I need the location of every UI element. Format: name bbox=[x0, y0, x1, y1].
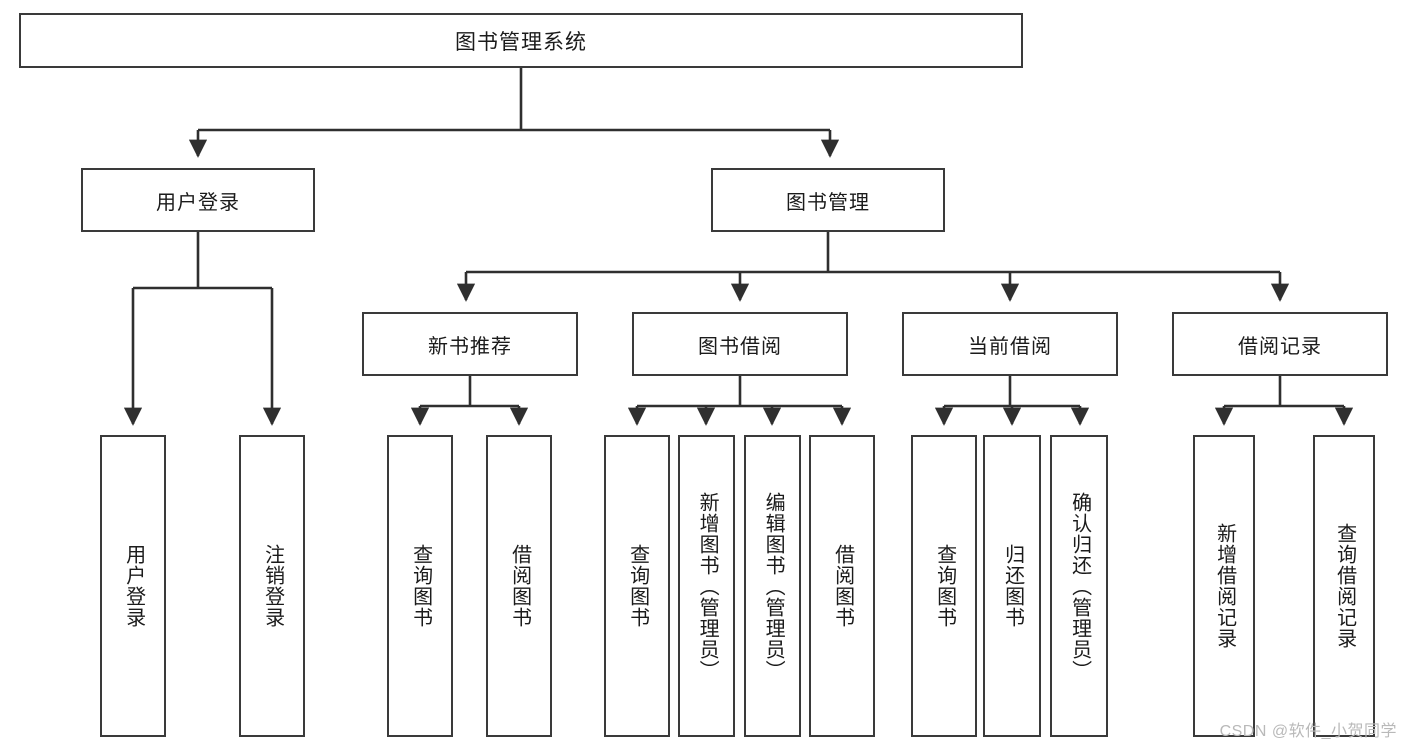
node-new-book-recommend-label: 新书推荐 bbox=[428, 335, 512, 358]
node-leaf-confirm-return-label: 确认归还（管理员） bbox=[1068, 491, 1091, 681]
node-leaf-query-book-1-label: 查询图书 bbox=[409, 544, 432, 628]
node-user-login[interactable]: 用户登录 bbox=[81, 168, 315, 232]
node-leaf-query-book-2[interactable]: 查询图书 bbox=[604, 435, 670, 737]
node-current-borrow[interactable]: 当前借阅 bbox=[902, 312, 1118, 376]
node-leaf-borrow-book-2[interactable]: 借阅图书 bbox=[809, 435, 875, 737]
node-leaf-return-book-label: 归还图书 bbox=[1001, 544, 1024, 628]
node-leaf-edit-book-label: 编辑图书（管理员） bbox=[762, 491, 785, 681]
node-borrow-record[interactable]: 借阅记录 bbox=[1172, 312, 1388, 376]
node-leaf-user-login-label: 用户登录 bbox=[122, 544, 145, 628]
node-leaf-add-record[interactable]: 新增借阅记录 bbox=[1193, 435, 1255, 737]
watermark-text: CSDN @软件_小贺同学 bbox=[1219, 723, 1397, 740]
node-book-management-label: 图书管理 bbox=[786, 191, 870, 214]
node-leaf-borrow-book-1[interactable]: 借阅图书 bbox=[486, 435, 552, 737]
node-book-borrow[interactable]: 图书借阅 bbox=[632, 312, 848, 376]
node-leaf-add-record-label: 新增借阅记录 bbox=[1213, 523, 1236, 649]
node-leaf-confirm-return[interactable]: 确认归还（管理员） bbox=[1050, 435, 1108, 737]
node-leaf-return-book[interactable]: 归还图书 bbox=[983, 435, 1041, 737]
node-leaf-query-book-3[interactable]: 查询图书 bbox=[911, 435, 977, 737]
node-leaf-edit-book[interactable]: 编辑图书（管理员） bbox=[744, 435, 801, 737]
node-root[interactable]: 图书管理系统 bbox=[19, 13, 1023, 68]
node-leaf-user-login[interactable]: 用户登录 bbox=[100, 435, 166, 737]
node-leaf-borrow-book-1-label: 借阅图书 bbox=[508, 544, 531, 628]
node-root-label: 图书管理系统 bbox=[455, 30, 587, 54]
node-leaf-add-book-label: 新增图书（管理员） bbox=[696, 491, 719, 681]
node-book-management[interactable]: 图书管理 bbox=[711, 168, 945, 232]
node-leaf-logout-login[interactable]: 注销登录 bbox=[239, 435, 305, 737]
node-leaf-borrow-book-2-label: 借阅图书 bbox=[831, 544, 854, 628]
node-new-book-recommend[interactable]: 新书推荐 bbox=[362, 312, 578, 376]
node-book-borrow-label: 图书借阅 bbox=[698, 335, 782, 358]
node-user-login-label: 用户登录 bbox=[156, 191, 240, 214]
node-leaf-query-book-1[interactable]: 查询图书 bbox=[387, 435, 453, 737]
node-leaf-logout-login-label: 注销登录 bbox=[261, 544, 284, 628]
node-leaf-query-record[interactable]: 查询借阅记录 bbox=[1313, 435, 1375, 737]
node-leaf-query-book-2-label: 查询图书 bbox=[626, 544, 649, 628]
node-borrow-record-label: 借阅记录 bbox=[1238, 335, 1322, 358]
node-leaf-add-book[interactable]: 新增图书（管理员） bbox=[678, 435, 735, 737]
node-leaf-query-book-3-label: 查询图书 bbox=[933, 544, 956, 628]
node-leaf-query-record-label: 查询借阅记录 bbox=[1333, 523, 1356, 649]
node-current-borrow-label: 当前借阅 bbox=[968, 335, 1052, 358]
